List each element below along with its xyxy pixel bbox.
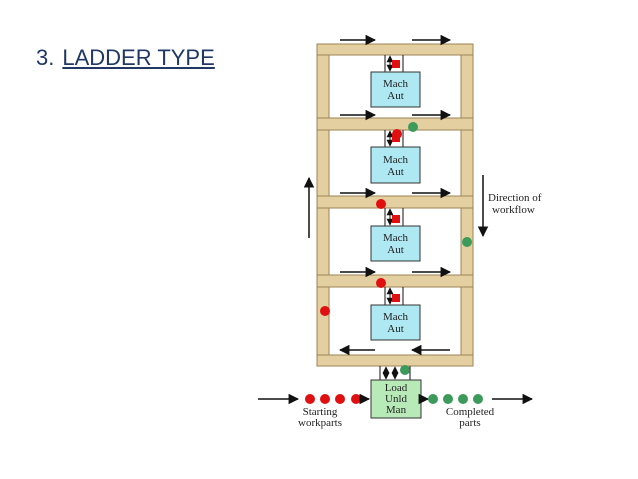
completed-label-line2: parts	[459, 417, 480, 429]
frame-top-rung	[316, 43, 474, 56]
completed-label-line1: Completed	[446, 406, 495, 418]
machine-label-line1: Mach	[383, 232, 409, 244]
frame-rung-3	[316, 274, 474, 288]
finished-part	[458, 394, 468, 404]
frame-rung-1	[316, 117, 474, 131]
starting-label-line1: Starting	[303, 406, 338, 418]
machine-station-2: Mach Aut	[370, 130, 421, 184]
machine-label-line1: Mach	[383, 154, 409, 166]
raw-part	[320, 306, 330, 316]
parts-on-frame	[320, 122, 472, 316]
starting-workparts-queue: Starting workparts	[258, 393, 371, 429]
finished-part	[462, 237, 472, 247]
machine-label-line2: Aut	[387, 166, 404, 178]
finished-part	[400, 365, 410, 375]
direction-label-line2: workflow	[492, 204, 535, 216]
slide-title: 3. LADDER TYPE	[36, 45, 215, 71]
finished-part	[408, 122, 418, 132]
finished-part	[443, 394, 453, 404]
machine-station-1: Mach Aut	[370, 55, 421, 108]
starting-label-line2: workparts	[298, 417, 342, 429]
machine-station-4: Mach Aut	[370, 287, 421, 341]
ladder-frame	[316, 43, 474, 367]
machine-station-3: Mach Aut	[370, 208, 421, 262]
machine-box	[370, 225, 421, 262]
frame-rung-2	[316, 195, 474, 209]
station-part-marker	[392, 215, 400, 223]
machine-box	[370, 71, 421, 108]
finished-part	[473, 394, 483, 404]
machine-box	[370, 146, 421, 184]
raw-part	[335, 394, 345, 404]
machine-label-line2: Aut	[387, 244, 404, 256]
machine-label-line2: Aut	[387, 90, 404, 102]
load-station-box	[370, 379, 422, 419]
raw-part	[351, 394, 361, 404]
raw-part	[376, 278, 386, 288]
load-label-line1: Load	[385, 382, 408, 394]
machine-label-line1: Mach	[383, 78, 409, 90]
machine-label-line2: Aut	[387, 323, 404, 335]
machine-box	[370, 304, 421, 341]
title-text: LADDER TYPE	[62, 45, 215, 70]
raw-part	[376, 199, 386, 209]
station-part-marker	[392, 294, 400, 302]
title-number: 3.	[36, 45, 55, 70]
raw-part	[305, 394, 315, 404]
direction-label-line1: Direction of	[488, 192, 542, 204]
load-label-line3: Man	[386, 404, 407, 416]
raw-part	[392, 129, 402, 139]
station-part-marker	[392, 60, 400, 68]
completed-parts-queue: Completed parts	[418, 393, 534, 429]
load-unload-station: Load Unld Man	[370, 365, 422, 419]
frame-bottom-rung	[316, 354, 474, 367]
raw-part	[320, 394, 330, 404]
frame-flow-arrows	[303, 34, 452, 356]
load-label-line2: Unld	[385, 393, 408, 405]
finished-part	[428, 394, 438, 404]
machine-label-line1: Mach	[383, 311, 409, 323]
